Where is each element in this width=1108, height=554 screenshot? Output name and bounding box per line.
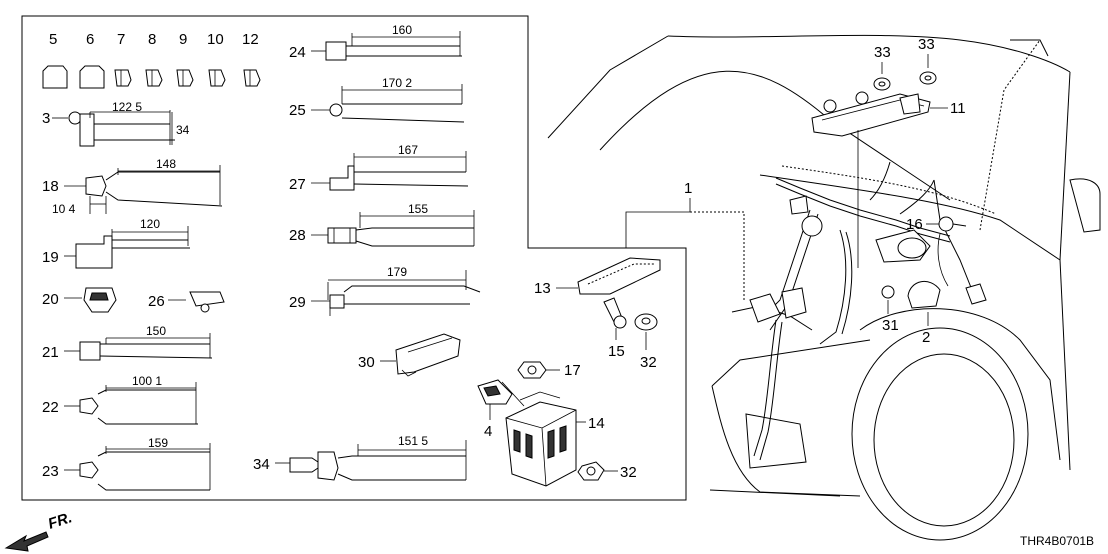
svg-text:179: 179 <box>387 265 407 279</box>
part-3: 3 122 5 34 <box>42 100 190 147</box>
part-11: 11 <box>811 91 966 268</box>
part-8: 8 <box>145 31 163 87</box>
svg-text:FR.: FR. <box>46 509 74 533</box>
svg-text:30: 30 <box>358 354 375 371</box>
svg-text:100 1: 100 1 <box>132 374 162 388</box>
svg-text:150: 150 <box>146 324 166 338</box>
part-21: 21 150 <box>42 324 213 361</box>
part-2: 2 <box>875 229 941 346</box>
svg-text:33: 33 <box>918 36 935 53</box>
svg-text:27: 27 <box>289 176 306 193</box>
svg-text:6: 6 <box>86 31 94 48</box>
svg-text:4: 4 <box>484 423 492 440</box>
part-22: 22 100 1 <box>42 374 198 425</box>
front-direction-arrow: FR. <box>4 509 74 552</box>
svg-text:10: 10 <box>207 31 224 48</box>
svg-text:12: 12 <box>242 31 259 48</box>
svg-text:34: 34 <box>253 456 270 473</box>
part-13: 13 <box>534 257 661 297</box>
svg-text:122 5: 122 5 <box>112 100 142 114</box>
svg-text:25: 25 <box>289 102 306 119</box>
part-33-left: 33 <box>873 44 891 91</box>
part-32-lower: 32 <box>577 461 637 481</box>
part-27: 27 167 <box>289 143 469 193</box>
vehicle-front-illustration <box>547 34 1101 541</box>
svg-text:33: 33 <box>874 44 891 61</box>
svg-text:15: 15 <box>608 343 625 360</box>
svg-text:19: 19 <box>42 249 59 266</box>
svg-text:32: 32 <box>640 354 657 371</box>
svg-text:155: 155 <box>408 202 428 216</box>
part-17: 17 <box>517 361 581 379</box>
svg-text:170 2: 170 2 <box>382 76 412 90</box>
part-1: 1 <box>625 180 745 300</box>
part-12: 12 <box>242 31 261 87</box>
part-20: 20 <box>42 287 117 313</box>
diagram-code: THR4B0701B <box>1020 534 1094 548</box>
main-wire-harness <box>731 161 987 461</box>
svg-text:21: 21 <box>42 344 59 361</box>
svg-text:14: 14 <box>588 415 605 432</box>
svg-text:5: 5 <box>49 31 57 48</box>
svg-text:29: 29 <box>289 294 306 311</box>
svg-text:2: 2 <box>922 329 930 346</box>
svg-text:22: 22 <box>42 399 59 416</box>
svg-text:28: 28 <box>289 227 306 244</box>
svg-text:3: 3 <box>42 110 50 127</box>
part-29: 29 179 <box>289 265 481 316</box>
svg-text:7: 7 <box>117 31 125 48</box>
part-26: 26 <box>148 291 225 313</box>
svg-text:9: 9 <box>179 31 187 48</box>
part-31: 31 <box>881 285 899 334</box>
svg-text:31: 31 <box>882 317 899 334</box>
svg-text:120: 120 <box>140 217 160 231</box>
svg-text:26: 26 <box>148 293 165 310</box>
svg-text:16: 16 <box>906 216 923 233</box>
part-33-right: 33 <box>918 36 937 85</box>
svg-text:159: 159 <box>148 436 168 450</box>
parts-group-frame <box>21 15 687 501</box>
part-24: 24 160 <box>289 23 462 61</box>
part-18: 18 148 10 4 <box>42 157 223 216</box>
part-14: 14 <box>505 391 605 487</box>
part-4: 4 <box>477 379 525 440</box>
part-23: 23 159 <box>42 436 211 491</box>
svg-text:10 4: 10 4 <box>52 202 76 216</box>
part-30: 30 <box>358 333 461 377</box>
svg-text:167: 167 <box>398 143 418 157</box>
part-10: 10 <box>207 31 226 87</box>
svg-text:151 5: 151 5 <box>398 434 428 448</box>
part-5: 5 <box>42 31 68 89</box>
svg-text:148: 148 <box>156 157 176 171</box>
part-9: 9 <box>176 31 194 87</box>
svg-text:11: 11 <box>950 100 966 117</box>
part-25: 25 170 2 <box>289 76 465 123</box>
part-32-upper: 32 <box>634 313 658 371</box>
part-6: 6 <box>79 31 105 89</box>
svg-text:20: 20 <box>42 291 59 308</box>
part-34: 34 151 5 <box>253 434 467 481</box>
part-19: 19 120 <box>42 217 190 269</box>
svg-text:13: 13 <box>534 280 551 297</box>
svg-text:160: 160 <box>392 23 412 37</box>
svg-text:34: 34 <box>176 123 190 137</box>
part-7: 7 <box>114 31 132 87</box>
svg-text:18: 18 <box>42 178 59 195</box>
svg-text:8: 8 <box>148 31 156 48</box>
svg-text:23: 23 <box>42 463 59 480</box>
part-15: 15 <box>603 297 627 360</box>
svg-text:1: 1 <box>684 180 692 197</box>
part-16: 16 <box>906 216 967 287</box>
svg-text:24: 24 <box>289 44 306 61</box>
svg-text:32: 32 <box>620 464 637 481</box>
svg-text:17: 17 <box>564 362 581 379</box>
part-28: 28 155 <box>289 202 475 247</box>
